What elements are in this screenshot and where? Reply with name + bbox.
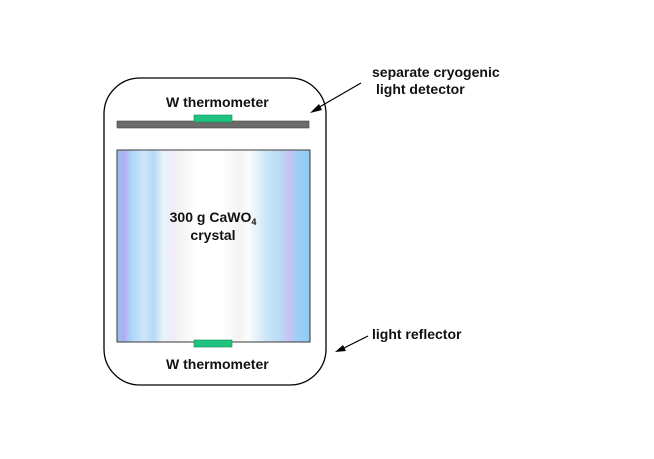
crystal-mass: 300 g — [169, 209, 206, 225]
crystal-block — [116, 149, 311, 343]
light-reflector-label: light reflector — [372, 326, 462, 342]
bottom-thermometer-pad — [193, 339, 233, 348]
crystal-label: 300 g CaWO4 crystal — [158, 209, 268, 243]
crystal-label-line1: 300 g CaWO4 — [158, 209, 268, 227]
detector-arrow — [310, 82, 362, 113]
top-thermometer-pad — [193, 114, 233, 123]
light-detector-label-line2: light detector — [376, 81, 465, 97]
crystal-formula: CaWO — [209, 209, 252, 225]
reflector-housing — [103, 77, 327, 386]
top-thermometer-label: W thermometer — [166, 94, 269, 110]
bottom-thermometer-label: W thermometer — [166, 356, 269, 372]
crystal-label-line2: crystal — [190, 227, 236, 243]
reflector-arrow — [335, 335, 369, 352]
light-detector-label-line1: separate cryogenic — [372, 64, 500, 80]
crystal-formula-subscript: 4 — [251, 217, 257, 227]
